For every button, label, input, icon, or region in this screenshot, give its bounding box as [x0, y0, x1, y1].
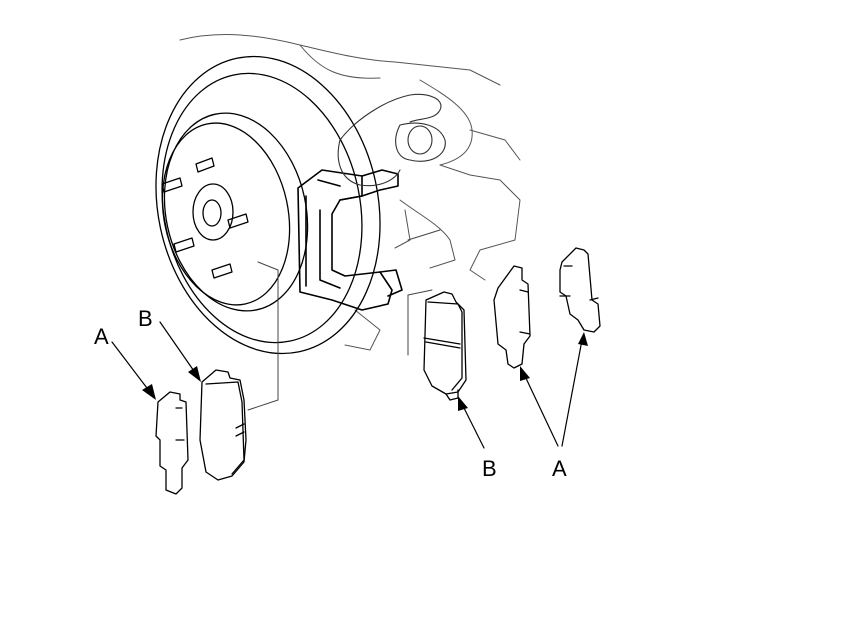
arrowhead-left-b: [188, 366, 201, 382]
callout-left-a: A: [94, 324, 109, 349]
callout-right-b: B: [482, 456, 497, 481]
callout-left-b: B: [138, 306, 153, 331]
arrowhead-right-a-1: [520, 366, 530, 381]
arrow-right-a-2: [561, 339, 583, 447]
right-shim-a-2: [559, 247, 601, 333]
wheel-studs: [161, 157, 249, 279]
callout-arrows: [111, 321, 583, 449]
arrowhead-left-a: [142, 384, 156, 400]
right-shim-a-1: [493, 265, 531, 369]
arrow-right-a-1: [523, 373, 559, 447]
left-shim-a: [155, 391, 189, 495]
arrow-left-a: [111, 341, 151, 393]
right-pad-b: [423, 291, 467, 401]
reference-lines: [247, 229, 441, 411]
hand-sketch: [337, 93, 446, 187]
hub: [192, 183, 234, 241]
arrow-left-b: [159, 321, 197, 375]
brake-disc: [155, 55, 381, 355]
suspension-knuckle: [179, 34, 521, 351]
left-pad-b: [199, 369, 247, 481]
arrowhead-right-a-2: [578, 332, 588, 346]
callout-right-a: A: [552, 456, 567, 481]
arrowhead-right-b: [458, 396, 468, 411]
caliper-bracket: [297, 169, 403, 311]
arrow-right-b: [461, 403, 485, 449]
